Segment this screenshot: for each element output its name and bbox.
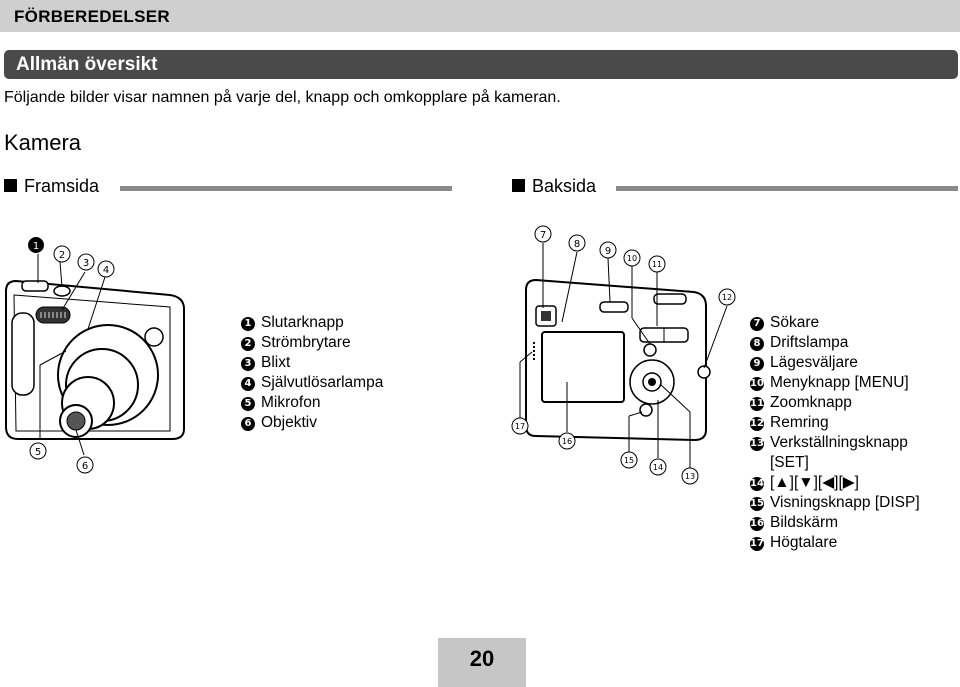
back-callout-11: 11 xyxy=(648,255,666,273)
back-heading-rule xyxy=(616,186,958,191)
front-heading: Framsida xyxy=(4,176,99,197)
svg-text:3: 3 xyxy=(83,258,89,269)
svg-text:5: 5 xyxy=(35,447,41,458)
back-callout-16: 16 xyxy=(558,432,576,450)
camera-front-illustration: 1 2 3 4 5 6 xyxy=(5,237,185,474)
svg-text:12: 12 xyxy=(722,293,732,302)
square-bullet-icon xyxy=(4,179,17,192)
front-callout-2: 2 xyxy=(53,245,71,263)
svg-text:14: 14 xyxy=(653,463,663,472)
svg-text:15: 15 xyxy=(624,456,634,465)
back-callout-8: 8 xyxy=(568,234,586,252)
front-heading-rule xyxy=(120,186,452,191)
back-callout-15: 15 xyxy=(620,451,638,469)
page-number-box: 20 xyxy=(438,638,526,687)
front-callout-5: 5 xyxy=(29,442,47,460)
back-callout-14: 14 xyxy=(649,458,667,476)
section-header: Allmän översikt xyxy=(4,50,958,79)
square-bullet-icon xyxy=(512,179,525,192)
front-heading-label: Framsida xyxy=(24,176,100,196)
intro-text: Följande bilder visar namnen på varje de… xyxy=(4,89,561,106)
legend-item-continuation: [SET] xyxy=(770,454,809,471)
svg-text:4: 4 xyxy=(103,265,109,276)
svg-text:2: 2 xyxy=(59,250,65,261)
svg-text:1: 1 xyxy=(33,241,39,252)
page-number: 20 xyxy=(469,646,495,671)
camera-back-illustration: 7 8 9 10 11 12 13 14 15 16 17 xyxy=(511,225,736,485)
back-callout-7: 7 xyxy=(534,225,552,243)
back-callout-17: 17 xyxy=(511,417,529,435)
back-callout-9: 9 xyxy=(599,241,617,259)
front-callout-6: 6 xyxy=(76,456,94,474)
chapter-title: FÖRBEREDELSER xyxy=(14,7,170,26)
svg-text:10: 10 xyxy=(627,254,637,263)
svg-text:7: 7 xyxy=(540,230,546,241)
front-callout-4: 4 xyxy=(97,260,115,278)
svg-text:9: 9 xyxy=(605,246,611,257)
camera-heading: Kamera xyxy=(4,130,82,155)
svg-text:16: 16 xyxy=(562,437,572,446)
svg-text:13: 13 xyxy=(685,472,695,481)
front-callout-1: 1 xyxy=(28,237,44,253)
front-callout-3: 3 xyxy=(77,253,95,271)
svg-text:8: 8 xyxy=(574,239,580,250)
svg-text:11: 11 xyxy=(652,260,662,269)
back-callout-12: 12 xyxy=(718,288,736,306)
back-heading: Baksida xyxy=(512,176,596,197)
back-heading-label: Baksida xyxy=(532,176,597,196)
back-callout-13: 13 xyxy=(681,467,699,485)
chapter-header: FÖRBEREDELSER xyxy=(0,0,960,32)
svg-text:6: 6 xyxy=(82,461,88,472)
section-title: Allmän översikt xyxy=(16,54,158,75)
back-callout-10: 10 xyxy=(623,249,641,267)
legend-item: 14[▲][▼][◀][▶] xyxy=(750,474,859,491)
svg-text:17: 17 xyxy=(515,422,525,431)
